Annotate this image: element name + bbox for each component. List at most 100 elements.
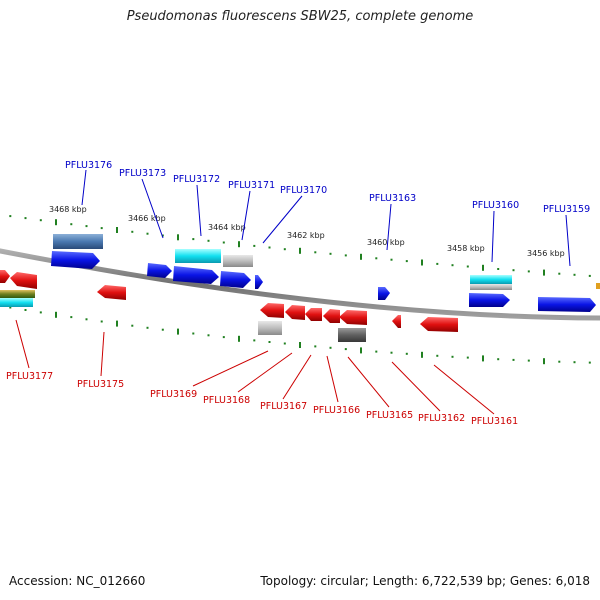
gene-label[interactable]: PFLU3173: [119, 168, 166, 179]
gene-label[interactable]: PFLU3176: [65, 160, 112, 171]
minor-tick: [512, 269, 515, 272]
minus-strand-labels: PFLU3177 PFLU3175 PFLU3169 PFLU3168 PFLU…: [6, 371, 518, 427]
minor-tick: [527, 270, 530, 273]
gene-arrow-minus[interactable]: [285, 305, 305, 320]
gene-arrow-minus[interactable]: [339, 310, 367, 325]
gene-arrow-plus[interactable]: [147, 263, 172, 278]
feature-block: [53, 234, 103, 249]
gene-label[interactable]: PFLU3160: [472, 200, 519, 211]
feature-block: [0, 298, 33, 307]
minor-tick: [558, 360, 561, 363]
minor-tick: [39, 311, 42, 314]
gene-label[interactable]: PFLU3162: [418, 413, 465, 424]
feature-block: [596, 283, 600, 289]
minor-tick: [9, 215, 12, 218]
gene-arrow-minus[interactable]: [0, 270, 10, 283]
topology-text: Topology: circular; Length: 6,722,539 bp…: [260, 574, 590, 588]
plus-strand-genes: [51, 251, 596, 312]
feature-block: [258, 321, 282, 335]
minus-strand-genes: [0, 270, 458, 332]
gene-label[interactable]: PFLU3167: [260, 401, 307, 412]
major-tick: [360, 347, 362, 354]
minor-tick: [375, 350, 378, 353]
gene-label[interactable]: PFLU3177: [6, 371, 53, 382]
gene-label[interactable]: PFLU3163: [369, 193, 416, 204]
gene-label[interactable]: PFLU3169: [150, 389, 197, 400]
plus-strand-leaders: [81, 169, 571, 267]
gene-label[interactable]: PFLU3165: [366, 410, 413, 421]
minor-tick: [329, 346, 332, 349]
gene-label[interactable]: PFLU3170: [280, 185, 327, 196]
major-tick: [116, 320, 118, 327]
plus-strand-labels: PFLU3176 PFLU3173 PFLU3172 PFLU3171 PFLU…: [65, 160, 590, 215]
minor-tick: [314, 251, 317, 254]
minor-tick: [222, 241, 225, 244]
minor-tick: [527, 359, 530, 362]
gene-label[interactable]: PFLU3159: [543, 204, 590, 215]
major-tick: [177, 328, 179, 335]
minor-tick: [9, 306, 12, 309]
accession-text: Accession: NC_012660: [9, 574, 146, 588]
gene-label[interactable]: PFLU3171: [228, 180, 275, 191]
gene-label[interactable]: PFLU3161: [471, 416, 518, 427]
minor-tick: [375, 257, 378, 260]
gene-arrow-plus[interactable]: [255, 275, 263, 289]
minor-tick: [436, 354, 439, 357]
scale-label: 3466 kbp: [128, 214, 166, 223]
minor-tick: [344, 254, 347, 257]
major-tick: [421, 351, 423, 358]
gene-arrow-plus[interactable]: [378, 287, 390, 300]
minor-tick: [24, 309, 27, 311]
gene-label[interactable]: PFLU3168: [203, 395, 250, 406]
scale-label: 3460 kbp: [367, 238, 405, 247]
minor-tick: [344, 348, 347, 351]
gene-arrow-minus[interactable]: [323, 309, 340, 323]
gene-label[interactable]: PFLU3175: [77, 379, 124, 390]
minor-tick: [390, 351, 393, 354]
minor-tick: [192, 332, 195, 335]
major-tick: [482, 355, 484, 362]
minor-tick: [146, 232, 149, 235]
major-tick: [482, 264, 484, 271]
gene-arrow-minus[interactable]: [305, 308, 322, 321]
gene-arrow-minus[interactable]: [97, 285, 126, 300]
gene-arrow-plus[interactable]: [538, 297, 596, 312]
scale-ticks-upper: [9, 215, 591, 277]
gene-arrow-plus[interactable]: [220, 271, 251, 288]
minor-tick: [436, 262, 439, 265]
gene-label[interactable]: PFLU3166: [313, 405, 360, 416]
minor-tick: [405, 352, 408, 355]
scale-label: 3462 kbp: [287, 231, 325, 240]
scale-label: 3468 kbp: [49, 205, 87, 214]
genome-title: Pseudomonas fluorescens SBW25, complete …: [126, 9, 474, 24]
minor-tick: [405, 260, 408, 263]
minor-tick: [497, 268, 500, 270]
minor-tick: [283, 248, 286, 251]
minor-tick: [466, 265, 469, 268]
gene-arrow-plus[interactable]: [173, 266, 219, 284]
major-tick: [116, 227, 118, 233]
gene-arrow-minus[interactable]: [260, 303, 284, 318]
gene-arrow-plus[interactable]: [469, 293, 510, 307]
minor-tick: [39, 219, 42, 222]
scale-label: 3456 kbp: [527, 249, 565, 258]
gene-arrow-plus[interactable]: [51, 251, 100, 269]
gene-label[interactable]: PFLU3172: [173, 174, 220, 185]
minor-tick: [70, 223, 73, 226]
scale-label: 3464 kbp: [208, 223, 246, 232]
major-tick: [543, 358, 545, 365]
minor-tick: [497, 358, 500, 361]
major-tick: [543, 269, 545, 276]
gene-arrow-minus[interactable]: [392, 315, 401, 328]
major-tick: [299, 342, 301, 348]
gene-arrow-minus[interactable]: [10, 272, 37, 289]
minor-tick: [146, 326, 149, 329]
gene-arrow-minus[interactable]: [420, 317, 458, 332]
feature-block: [0, 290, 35, 298]
minor-tick: [390, 258, 393, 261]
minor-tick: [161, 328, 164, 331]
minor-tick: [268, 341, 271, 343]
scale-labels: 3468 kbp 3466 kbp 3464 kbp 3462 kbp 3460…: [49, 205, 565, 258]
major-tick: [421, 259, 423, 266]
major-tick: [360, 253, 362, 260]
